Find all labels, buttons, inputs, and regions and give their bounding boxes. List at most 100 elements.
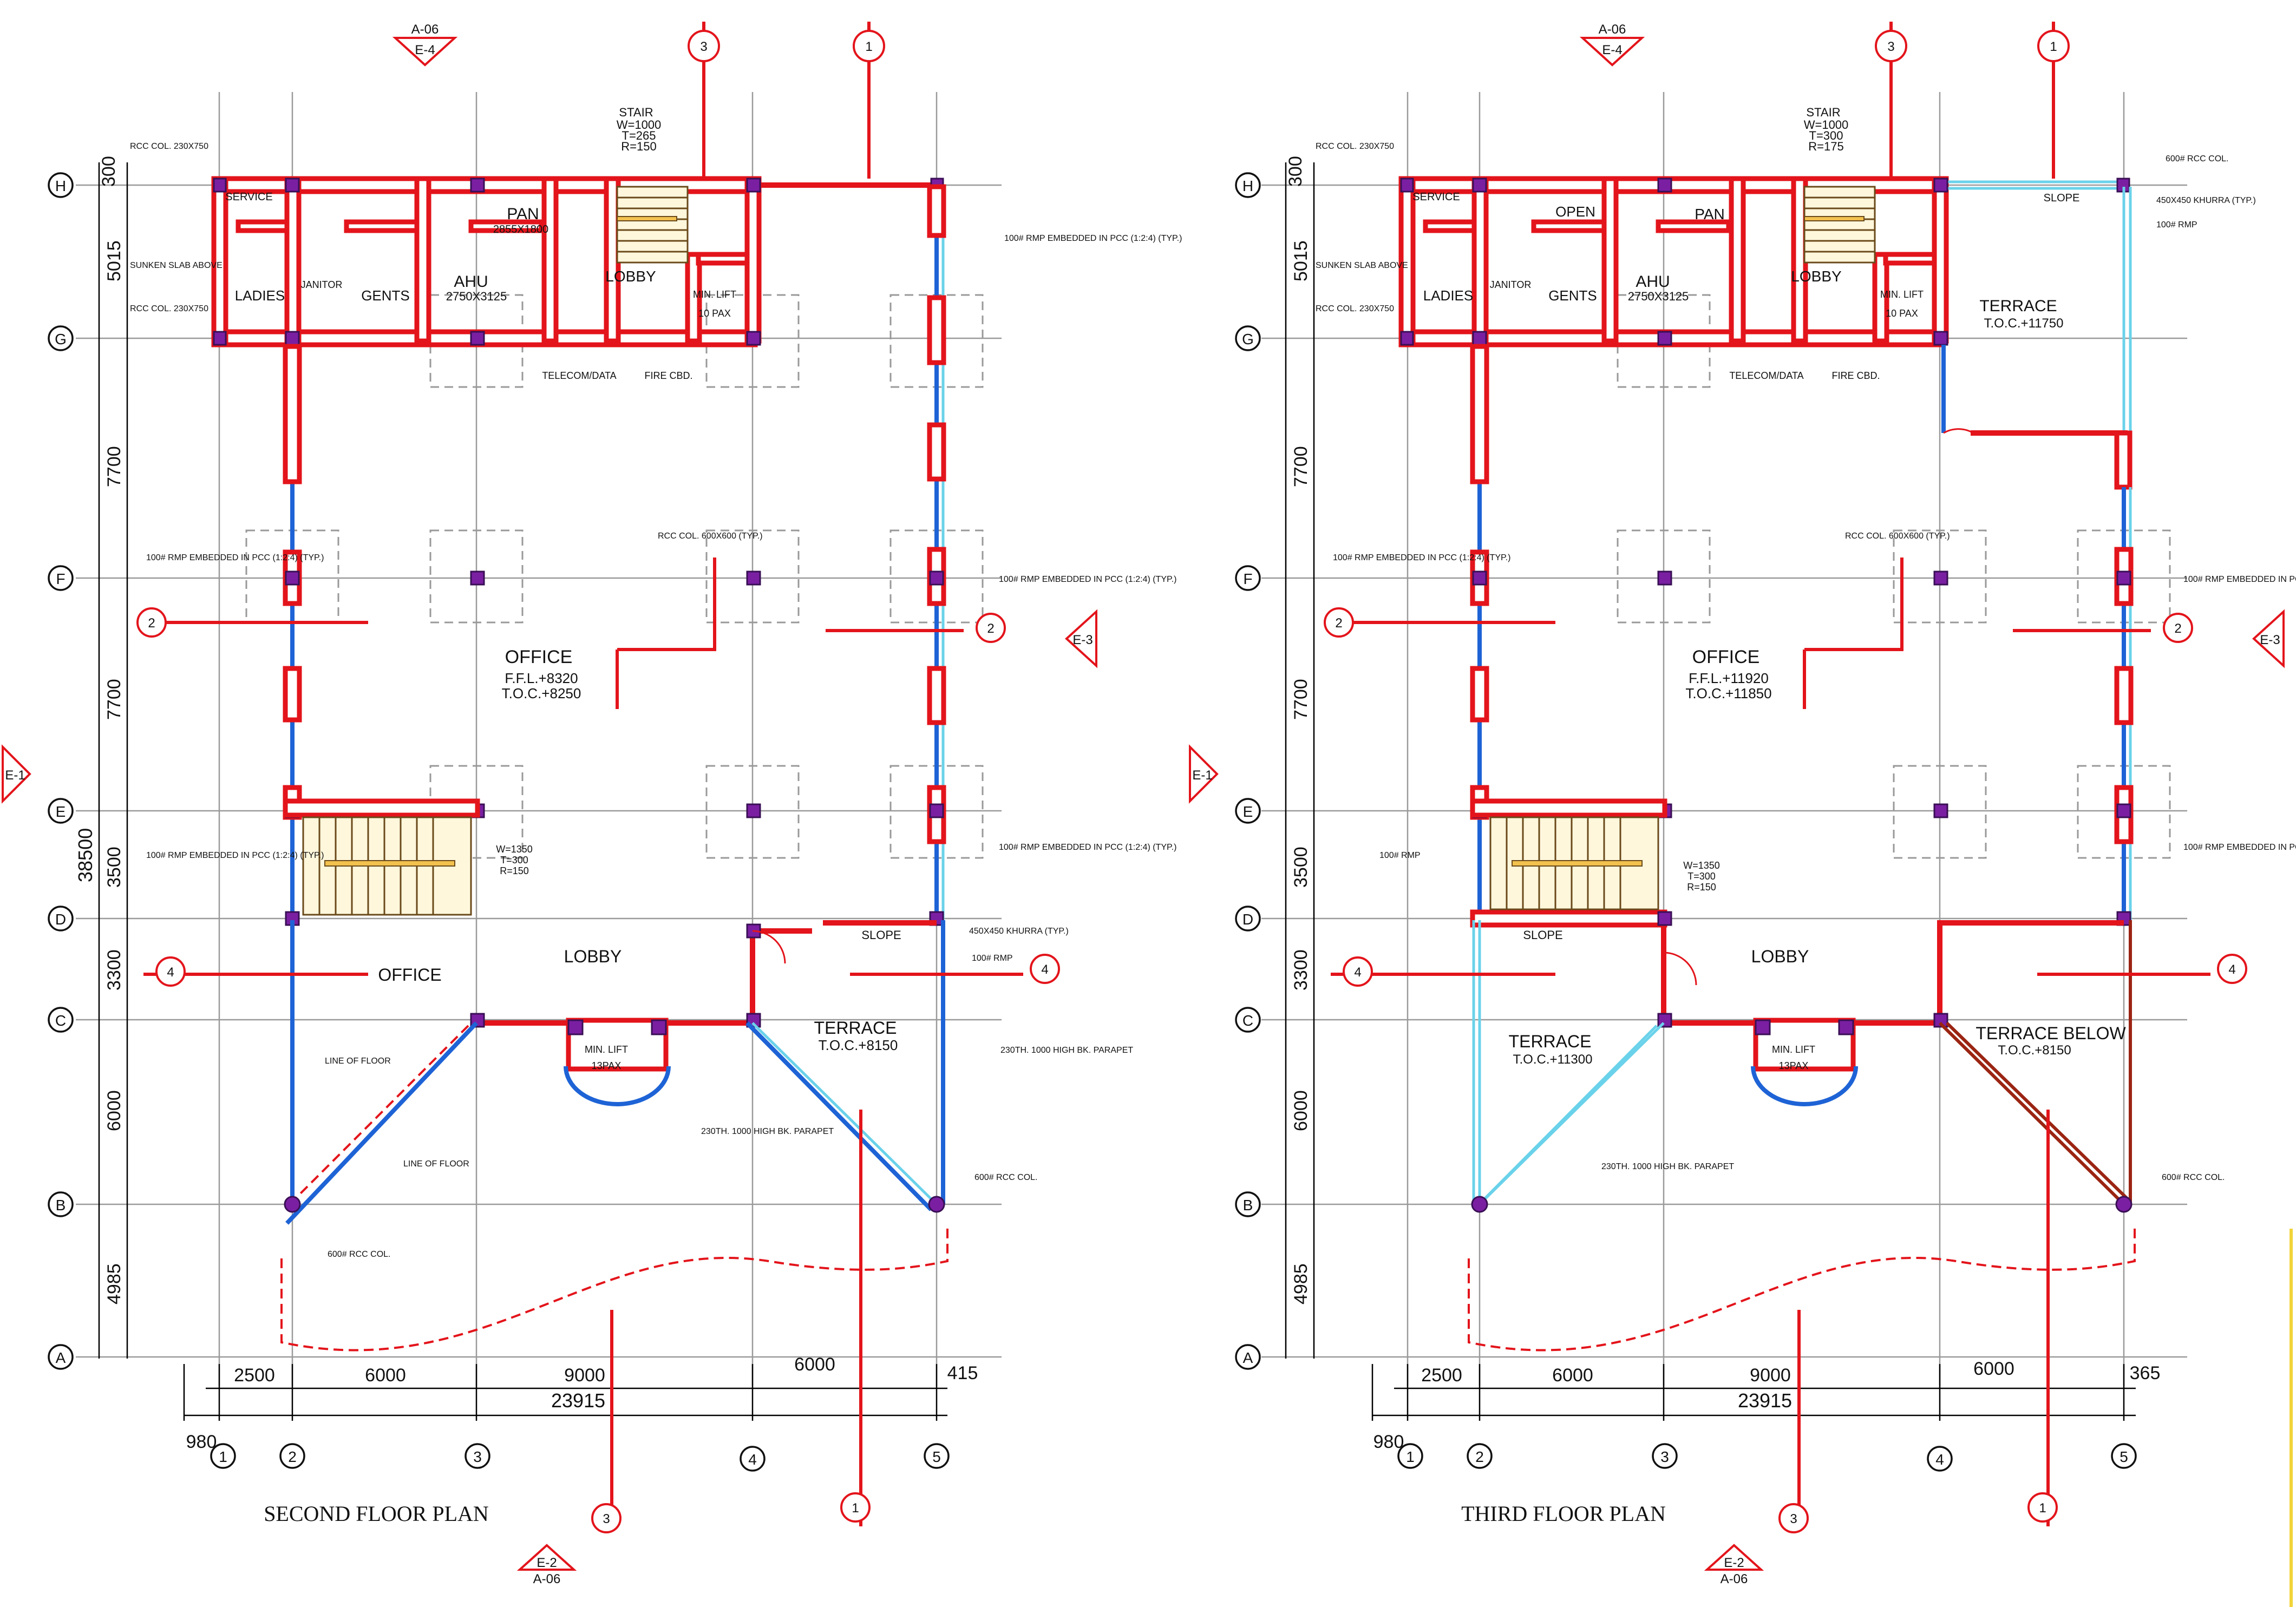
col-bubble-3-r: 3 bbox=[1660, 1448, 1669, 1465]
note-parapet: 230TH. 1000 HIGH BK. PARAPET bbox=[1000, 1046, 1133, 1055]
tag-sec1-top-r: 1 bbox=[2050, 40, 2057, 54]
row-bubble-g-r: G bbox=[1242, 331, 1254, 347]
note-parapet2: 230TH. 1000 HIGH BK. PARAPET bbox=[701, 1127, 834, 1136]
label-stair-t-r: T=300 bbox=[1809, 129, 1843, 142]
label-lift-top-r: MIN. LIFT bbox=[1880, 289, 1924, 300]
dim-bay-2: 6000 bbox=[365, 1365, 406, 1386]
note-parapet-r: 230TH. 1000 HIGH BK. PARAPET bbox=[1601, 1162, 1734, 1171]
tag-sec4-right: 4 bbox=[1041, 962, 1048, 977]
third-floor-plan: 300 5015 7700 7700 3500 3300 6000 4985 H… bbox=[1189, 22, 2296, 1586]
dim-row-7: 6000 bbox=[104, 1090, 125, 1131]
dim-row-6: 3300 bbox=[104, 949, 125, 991]
note-rmp-left-r: 100# RMP EMBEDDED IN PCC (1:2:4) (TYP.) bbox=[1333, 553, 1510, 562]
col-bubble-4-r: 4 bbox=[1935, 1451, 1944, 1468]
label-stair2-w: W=1350 bbox=[496, 844, 533, 855]
row-bubble-a-r: A bbox=[1243, 1349, 1253, 1366]
top-stair-right bbox=[1803, 186, 1876, 264]
row-bubble-e: E bbox=[56, 803, 66, 820]
label-stair2-t: T=300 bbox=[500, 855, 528, 865]
label-terrace-below-toc: T.O.C.+8150 bbox=[1998, 1043, 2071, 1058]
label-office-toc: T.O.C.+8250 bbox=[502, 685, 581, 701]
top-stair bbox=[616, 186, 689, 264]
note-rmp-top-r: 100# RMP bbox=[2156, 220, 2197, 229]
tag-sec4-left: 4 bbox=[167, 965, 174, 980]
dim-bay-5: 415 bbox=[947, 1363, 978, 1383]
tag-e1-label-r: E-1 bbox=[1192, 768, 1212, 783]
label-lobby-bottom: LOBBY bbox=[564, 947, 622, 966]
office-columns bbox=[470, 570, 761, 818]
note-rmp-left2: 100# RMP EMBEDDED IN PCC (1:2:4) (TYP.) bbox=[146, 851, 324, 860]
tag-e4-label: E-4 bbox=[415, 43, 435, 57]
label-gents: GENTS bbox=[361, 287, 410, 304]
note-rcc-col-mid-r: RCC COL. 230X750 bbox=[1316, 304, 1394, 313]
left-dimension-chain-right: 300 5015 7700 7700 3500 3300 6000 4985 bbox=[1285, 156, 1315, 1359]
col-bubble-5: 5 bbox=[932, 1448, 941, 1465]
label-stair-r: R=150 bbox=[621, 140, 656, 153]
row-bubble-h: H bbox=[55, 178, 66, 194]
row-bubble-f-r: F bbox=[1243, 570, 1252, 587]
callout-tags: A-06 E-4 E-2 A-06 E-1 E-3 3 1 2 2 4 4 3 … bbox=[2, 22, 1097, 1586]
tag-e2-sheet: A-06 bbox=[533, 1572, 561, 1586]
label-ahu-size-r: 2750X3125 bbox=[1628, 290, 1689, 303]
label-stair: STAIR bbox=[619, 106, 653, 119]
label-ahu-size: 2750X3125 bbox=[446, 290, 507, 303]
row-bubble-h-r: H bbox=[1242, 178, 1253, 194]
bottom-dimension-chain-right: 2500 6000 9000 6000 365 23915 980 bbox=[1371, 1359, 2160, 1452]
row-bubble-a: A bbox=[56, 1349, 66, 1366]
tag-e2-label: E-2 bbox=[537, 1556, 557, 1570]
annotation-notes-right: RCC COL. 230X750 SUNKEN SLAB ABOVE RCC C… bbox=[1316, 142, 2296, 1182]
tag-e4-sheet: A-06 bbox=[411, 22, 439, 37]
label-terrace: TERRACE bbox=[814, 1018, 897, 1038]
lower-lift-right bbox=[1751, 1018, 1858, 1106]
note-rmp-right-low-r: 100# RMP EMBEDDED IN PCC (1:2:4) (TYP.) bbox=[2183, 843, 2296, 852]
label-lift-bottom-cap: 13PAX bbox=[592, 1060, 622, 1071]
dim-bay-1-r: 2500 bbox=[1421, 1365, 1462, 1386]
label-stair-w: W=1000 bbox=[617, 118, 662, 132]
label-ahu: AHU bbox=[454, 273, 488, 291]
plan-title-second: SECOND FLOOR PLAN bbox=[264, 1501, 489, 1526]
tag-sec4-left-r: 4 bbox=[1354, 965, 1361, 980]
upper-terrace-walls bbox=[1941, 187, 2133, 490]
tag-e1-label: E-1 bbox=[5, 768, 25, 783]
note-rcc-col-top: RCC COL. 230X750 bbox=[130, 142, 208, 151]
label-ladies: LADIES bbox=[235, 287, 285, 304]
label-stair-r: STAIR bbox=[1806, 106, 1840, 119]
label-janitor: JANITOR bbox=[301, 279, 343, 290]
row-bubble-d: D bbox=[55, 911, 66, 928]
tag-sec3-bottom-r: 3 bbox=[1790, 1512, 1797, 1526]
tag-sec2-right: 2 bbox=[987, 621, 994, 636]
note-khurra-top-r: 450X450 KHURRA (TYP.) bbox=[2156, 196, 2256, 205]
note-rmp-right-mid-r: 100# RMP EMBEDDED IN PCC (1:2:4) (TYP.) bbox=[2183, 575, 2296, 584]
label-office-toc-r: T.O.C.+11850 bbox=[1685, 685, 1771, 701]
note-rcc-bottom: 600# RCC COL. bbox=[328, 1250, 391, 1259]
column-bubbles: 1 2 3 4 5 bbox=[210, 1443, 950, 1472]
dim-overall: 23915 bbox=[551, 1389, 605, 1412]
label-terrace-below: TERRACE BELOW bbox=[1976, 1024, 2126, 1043]
label-lobby-top-r: LOBBY bbox=[1791, 268, 1842, 285]
label-lobby-top: LOBBY bbox=[605, 268, 656, 285]
label-lift-bottom-cap-r: 13PAX bbox=[1779, 1060, 1809, 1071]
dim-row-4: 7700 bbox=[104, 679, 125, 720]
label-terrace-top: TERRACE bbox=[1979, 297, 2057, 315]
tag-sec3-bottom: 3 bbox=[603, 1512, 610, 1526]
note-rcc-bottom-right: 600# RCC COL. bbox=[974, 1173, 1038, 1182]
left-dimension-chain: 300 5015 7700 7700 3500 3300 6000 4985 3… bbox=[74, 156, 128, 1359]
label-fire-r: FIRE CBD. bbox=[1831, 370, 1880, 381]
plan-title-third: THIRD FLOOR PLAN bbox=[1461, 1501, 1666, 1526]
label-lift-bottom: MIN. LIFT bbox=[585, 1044, 628, 1055]
label-gents-r: GENTS bbox=[1548, 287, 1597, 304]
room-labels: SERVICE PAN 2855X1800 AHU 2750X3125 LADI… bbox=[225, 106, 901, 1071]
east-facade bbox=[927, 184, 946, 926]
label-lift-top-cap-r: 10 PAX bbox=[1886, 308, 1918, 319]
label-terrace-left-toc: T.O.C.+11300 bbox=[1513, 1052, 1593, 1067]
service-block-walls bbox=[211, 176, 939, 347]
label-stair-r-r: R=175 bbox=[1808, 140, 1843, 153]
note-khurra: 450X450 KHURRA (TYP.) bbox=[969, 927, 1069, 936]
west-facade-right bbox=[1470, 344, 1489, 926]
label-office-r: OFFICE bbox=[1692, 647, 1760, 667]
tag-sec1-bottom: 1 bbox=[852, 1501, 859, 1516]
room-labels-right: SERVICE OPEN PAN AHU 2750X3125 LADIES GE… bbox=[1412, 106, 2126, 1071]
tag-e2-label-r: E-2 bbox=[1724, 1556, 1744, 1570]
tag-sec2-left: 2 bbox=[148, 616, 155, 631]
footing-outlines-right bbox=[1617, 294, 2171, 859]
